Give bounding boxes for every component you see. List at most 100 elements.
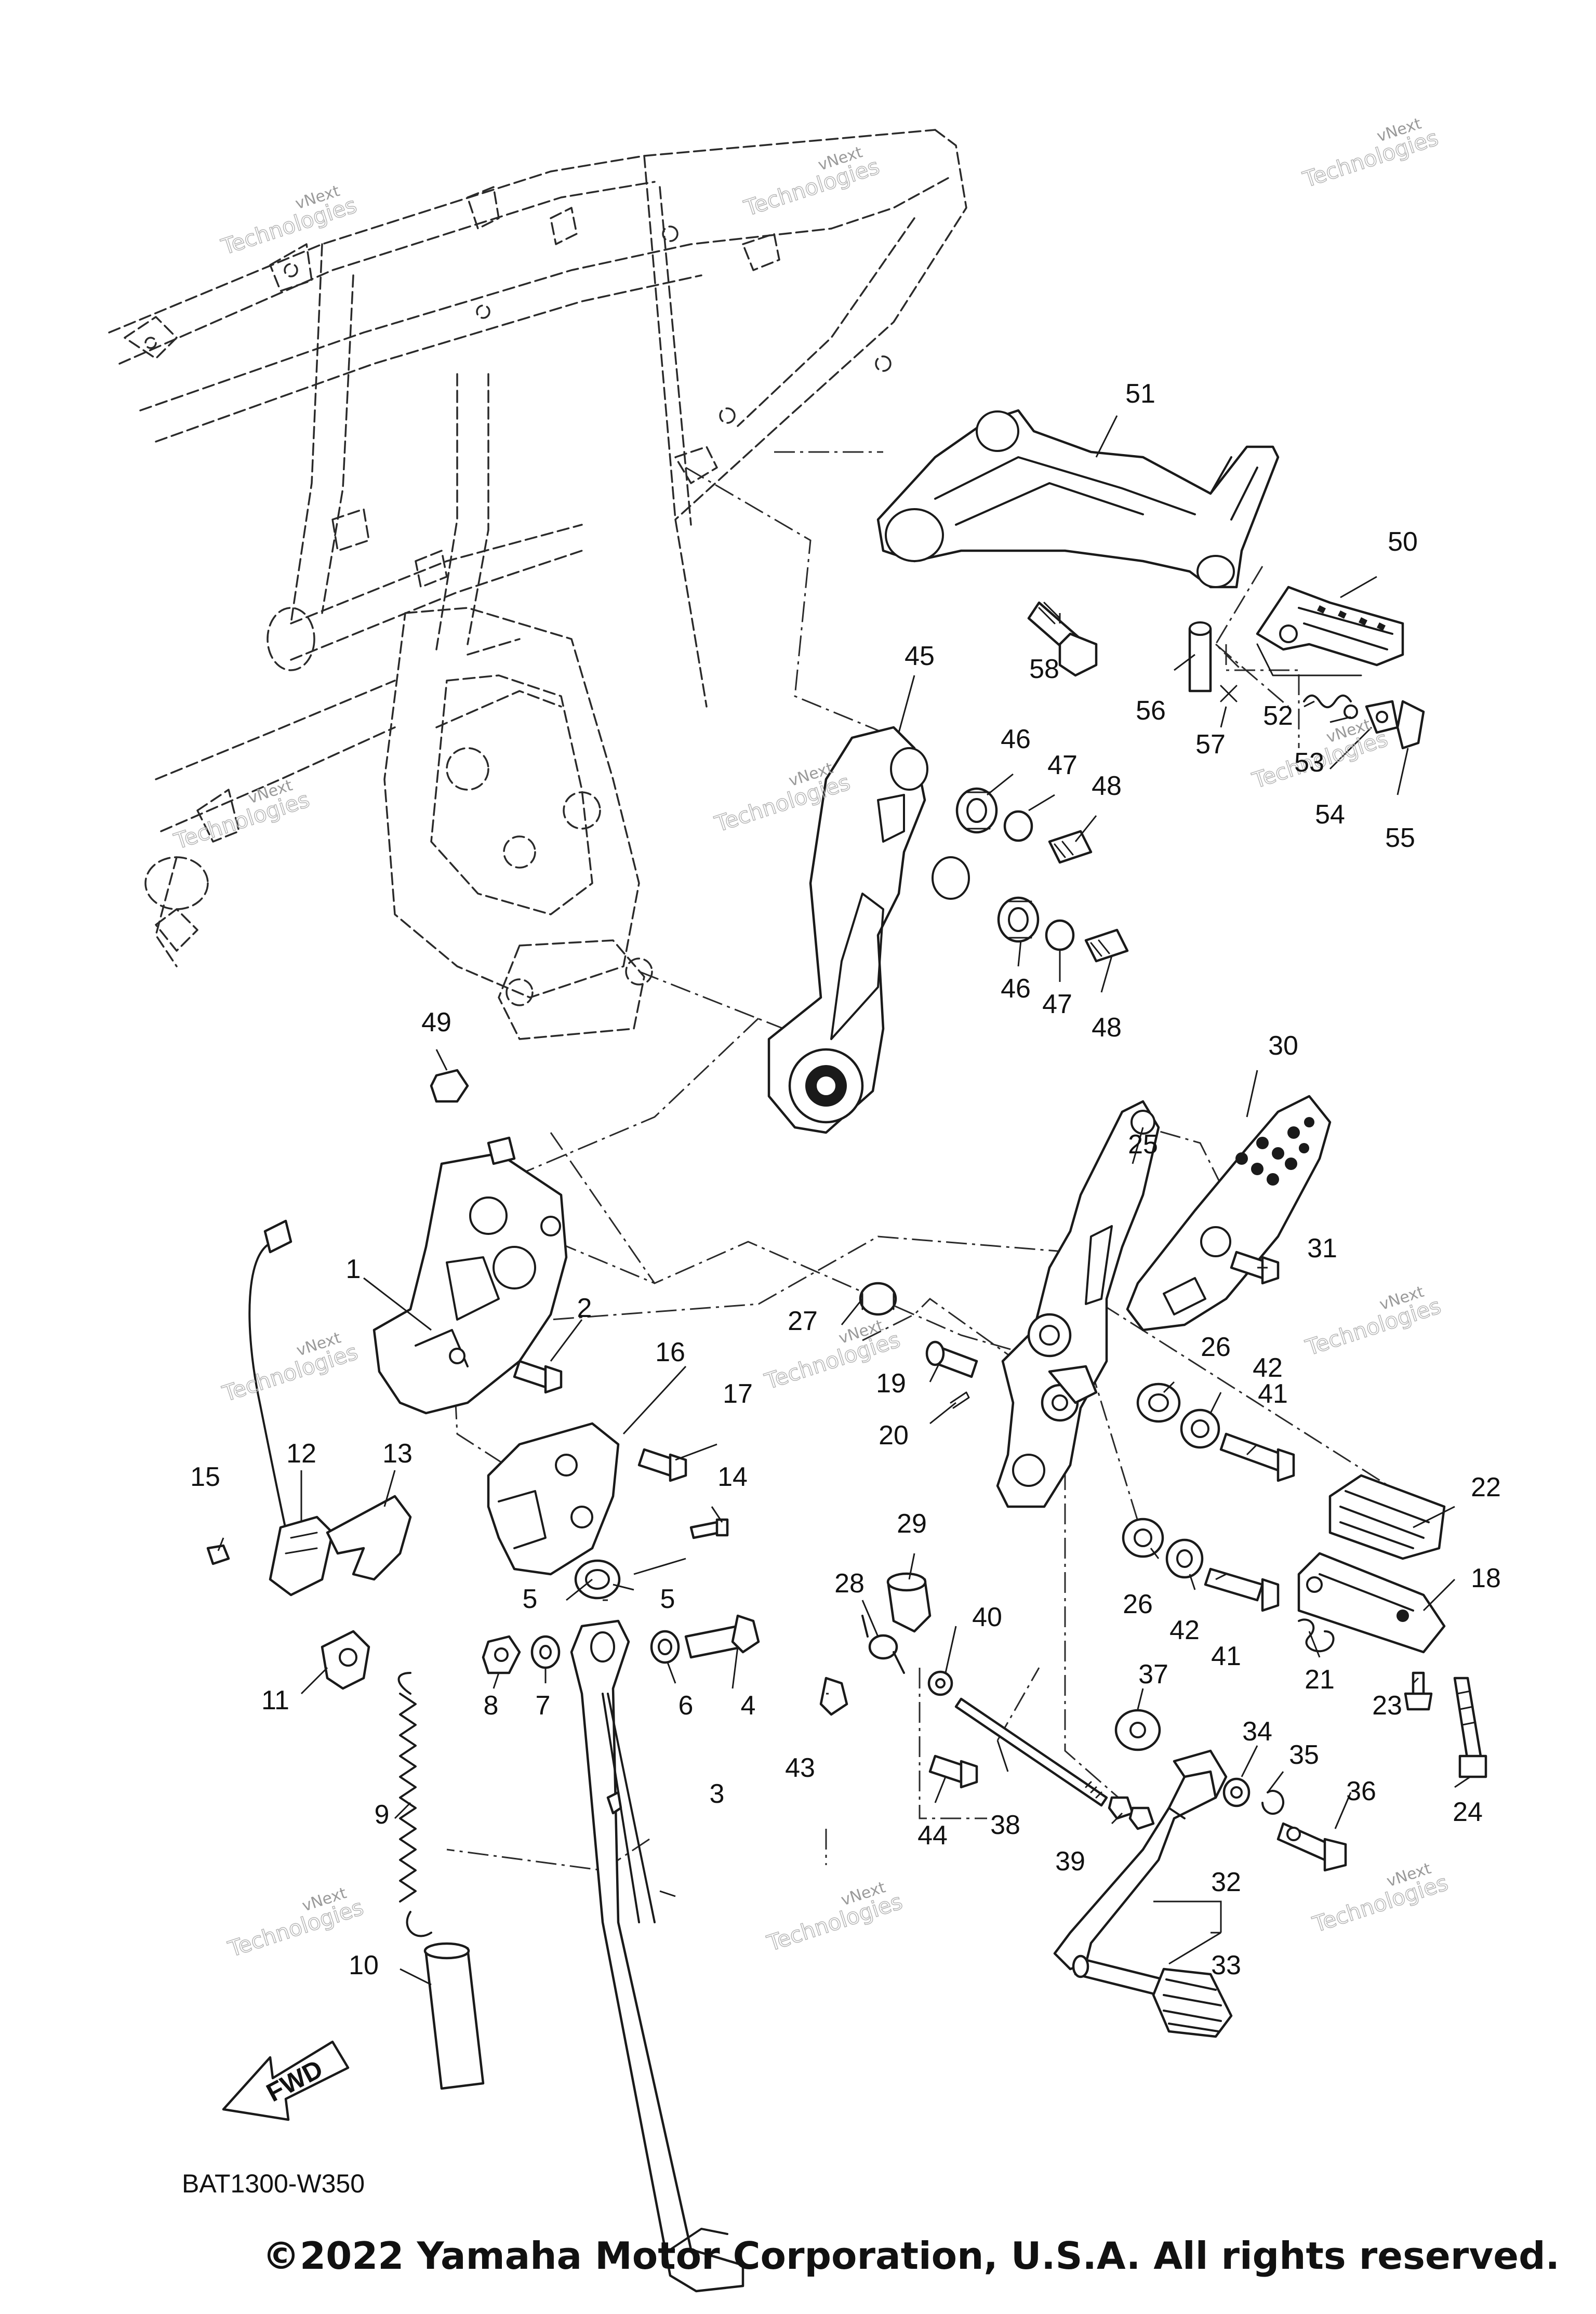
callout-12: 12 <box>286 1439 316 1469</box>
callout-19: 19 <box>876 1368 906 1399</box>
part-37-washer <box>1114 1709 1161 1751</box>
part-1-footrest-plate <box>373 1136 568 1415</box>
callout-35: 35 <box>1289 1740 1319 1770</box>
callout-43: 43 <box>785 1753 815 1783</box>
callout-26-upper: 26 <box>1201 1332 1231 1362</box>
callout-46-lower: 46 <box>1001 974 1031 1004</box>
callout-52: 52 <box>1263 701 1293 731</box>
callout-56: 56 <box>1136 696 1166 726</box>
part-2-bolt <box>513 1360 563 1394</box>
callout-10: 10 <box>349 1950 379 1980</box>
diagram-code: BAT1300-W350 <box>182 2169 365 2198</box>
part-17-bolt <box>637 1448 687 1482</box>
callout-47-lower: 47 <box>1042 989 1072 1019</box>
part-45-footrest-bracket <box>767 726 970 1134</box>
callout-33: 33 <box>1211 1950 1241 1980</box>
callout-2: 2 <box>577 1293 592 1323</box>
part-20-cotter-pin <box>950 1391 970 1409</box>
svg-text:Technologies: Technologies <box>764 1889 906 1956</box>
part-4-bolt <box>684 1614 760 1659</box>
frame-outline <box>108 129 967 1040</box>
part-30-heel-guard <box>1126 1095 1332 1332</box>
part-40-washer <box>927 1670 953 1696</box>
callout-15: 15 <box>190 1462 220 1492</box>
callout-39: 39 <box>1055 1846 1085 1877</box>
callout-42-upper: 42 <box>1253 1353 1283 1383</box>
part-16-bracket <box>487 1422 620 1576</box>
part-34-washer <box>1222 1777 1251 1807</box>
callout-16: 16 <box>655 1337 685 1367</box>
callout-34: 34 <box>1242 1717 1272 1747</box>
callout-numbers: 1 2 3 4 5 5 6 7 8 9 10 11 12 13 14 15 16… <box>190 379 1501 1980</box>
watermark: vNext Technologies <box>170 776 313 855</box>
svg-text:Technologies: Technologies <box>219 1339 361 1406</box>
callout-8: 8 <box>484 1691 499 1721</box>
callout-27: 27 <box>788 1306 818 1336</box>
part-5-bushings <box>574 1559 621 1600</box>
callout-5-right: 5 <box>660 1584 675 1614</box>
callout-57: 57 <box>1195 729 1226 760</box>
callout-31: 31 <box>1307 1233 1337 1264</box>
part-29-plug <box>886 1572 932 1633</box>
callout-29: 29 <box>897 1509 927 1539</box>
part-33-pedal-pad <box>1152 1967 1233 2038</box>
svg-text:Technologies: Technologies <box>218 192 360 260</box>
callout-42-lower: 42 <box>1169 1615 1200 1645</box>
svg-text:Technologies: Technologies <box>741 153 883 221</box>
callout-32: 32 <box>1211 1867 1241 1897</box>
callout-48-upper: 48 <box>1092 771 1122 801</box>
part-32-brake-pedal <box>1053 1749 1228 1997</box>
part-50-rear-footpeg <box>1256 586 1404 676</box>
watermark: vNext Technologies <box>740 143 883 221</box>
callout-44: 44 <box>917 1820 948 1851</box>
part-23-bolt <box>1404 1671 1433 1711</box>
callout-47-upper: 47 <box>1047 750 1078 780</box>
callout-1: 1 <box>346 1254 361 1284</box>
callout-7: 7 <box>536 1691 551 1721</box>
part-18-footpeg <box>1297 1552 1446 1654</box>
callout-24: 24 <box>1453 1797 1483 1827</box>
part-58-bolt <box>1027 601 1098 677</box>
part-12-13-15-sidestand-switch <box>206 1219 412 1597</box>
watermark: vNext Technologies <box>1299 114 1442 193</box>
watermark: vNext Technologies <box>218 182 360 260</box>
watermarks: vNext Technologies vNext Technologies vN… <box>170 114 1452 1962</box>
part-19-pin <box>925 1340 978 1378</box>
callout-28: 28 <box>834 1568 864 1599</box>
part-25-brake-side-plate <box>996 1100 1160 1508</box>
part-35-circlip <box>1261 1790 1284 1815</box>
callout-13: 13 <box>382 1439 413 1469</box>
part-10-sleeve <box>423 1942 485 2090</box>
callout-40: 40 <box>972 1602 1002 1632</box>
assembly-lines <box>446 451 1414 1871</box>
part-22-footpeg-rubber <box>1328 1474 1446 1560</box>
parts-46-47-48-dampers-collars-bolts <box>955 787 1129 963</box>
part-43-nut <box>819 1677 848 1716</box>
callout-21: 21 <box>1305 1665 1335 1695</box>
watermark: vNext Technologies <box>219 1328 361 1407</box>
callout-36: 36 <box>1346 1776 1376 1806</box>
callout-26-lower: 26 <box>1123 1589 1153 1619</box>
callout-53: 53 <box>1294 748 1324 778</box>
callout-3: 3 <box>710 1779 725 1809</box>
part-39-nut <box>1108 1796 1155 1830</box>
part-44-bolt <box>928 1754 978 1789</box>
part-24-bolt <box>1453 1677 1487 1778</box>
watermark: vNext Technologies <box>1302 1283 1444 1361</box>
watermark: vNext Technologies <box>763 1878 906 1957</box>
callout-41-upper: 41 <box>1258 1379 1288 1409</box>
fwd-direction-arrow: FWD <box>222 2040 350 2121</box>
callout-14: 14 <box>717 1462 748 1492</box>
watermark: vNext Technologies <box>224 1884 367 1962</box>
copyright-notice: ©2022 Yamaha Motor Corporation, U.S.A. A… <box>262 2234 1560 2278</box>
callout-6: 6 <box>679 1691 694 1721</box>
callout-11: 11 <box>261 1685 289 1715</box>
callout-55: 55 <box>1385 823 1415 853</box>
leader-lines <box>217 415 1471 1986</box>
part-3-sidestand <box>570 1619 744 2293</box>
part-14-screw <box>689 1518 729 1539</box>
part-9-spring <box>397 1672 432 1937</box>
callout-54: 54 <box>1315 800 1345 830</box>
